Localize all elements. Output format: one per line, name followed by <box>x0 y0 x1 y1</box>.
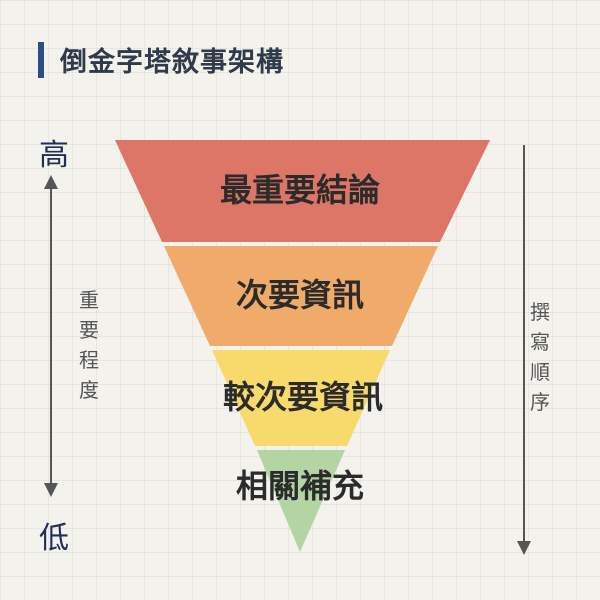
tier-1-band <box>164 246 438 346</box>
tier-2-band <box>212 350 390 446</box>
page-title: 倒金字塔敘事架構 <box>60 47 284 78</box>
tier-0-label: 最重要結論 <box>220 171 380 209</box>
importance-low-label: 低 <box>39 521 69 556</box>
importance-axis-label: 重要程度 <box>79 288 99 402</box>
tier-0-band <box>115 140 490 242</box>
tier-3-label: 相關補充 <box>236 467 364 505</box>
writing-order-axis-label: 撰寫順序 <box>530 300 550 414</box>
title-accent-bar <box>38 42 44 78</box>
tier-1-label: 次要資訊 <box>236 276 364 314</box>
tier-3-band <box>257 450 345 552</box>
tier-2-label: 較次要資訊 <box>223 378 383 416</box>
importance-high-label: 高 <box>39 138 69 173</box>
